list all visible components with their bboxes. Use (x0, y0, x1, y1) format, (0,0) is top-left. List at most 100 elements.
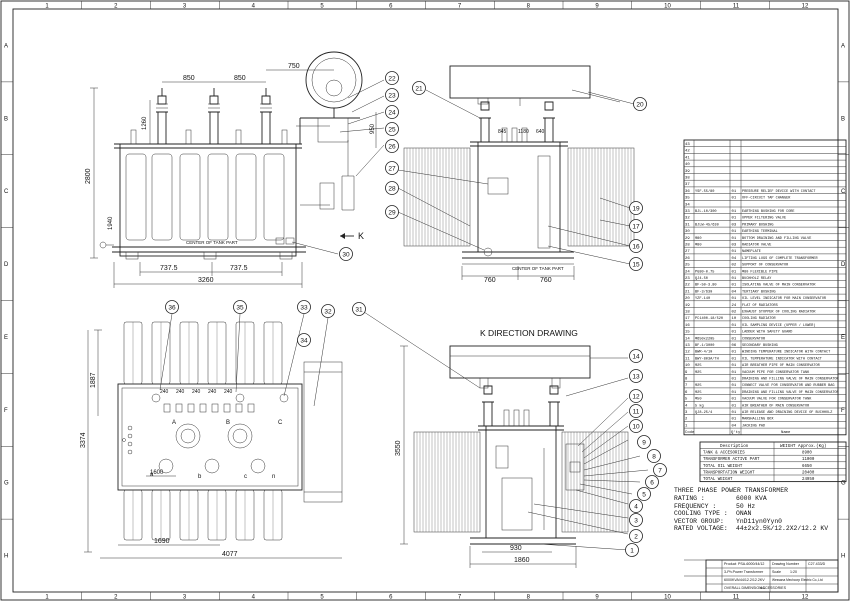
bom-row-42: 42 (685, 150, 690, 154)
row-label-right-D: D (841, 262, 846, 268)
tb-product-label: Product (724, 562, 736, 566)
svg-text:01: 01 (732, 277, 737, 281)
svg-text:30: 30 (342, 251, 350, 258)
svg-text:LIFTING LUGS OF COMPLETE TRANS: LIFTING LUGS OF COMPLETE TRANSFORMER (742, 257, 819, 261)
balloon-30: 30 (339, 247, 353, 261)
dim-plan-1600: 1600 (150, 470, 164, 476)
svg-text:15: 15 (685, 331, 690, 335)
svg-text:19: 19 (685, 304, 690, 308)
balloon-24: 24 (385, 105, 399, 119)
svg-text:01: 01 (732, 398, 737, 402)
dim-k-930: 930 (510, 545, 522, 552)
k-conservator (449, 345, 591, 379)
svg-text:8: 8 (685, 378, 688, 382)
svg-text:17: 17 (685, 317, 690, 321)
svg-text:Φ80: Φ80 (695, 236, 701, 241)
col-label-bottom-1: 1 (45, 595, 49, 601)
dim-plan-1887: 1887 (90, 372, 97, 388)
svg-text:TRANSFORMER ACTIVE PART: TRANSFORMER ACTIVE PART (703, 458, 760, 462)
svg-text:DRAINING AND FILLING VALVE OF: DRAINING AND FILLING VALVE OF MAIN CONSE… (742, 391, 840, 395)
side-conservator (449, 65, 591, 99)
tb-drawing-no-value: C27.433/D (808, 562, 826, 566)
balloon-3: 3 (629, 513, 643, 527)
transformer-specifications: THREE PHASE POWER TRANSFORMER RATING :60… (674, 487, 844, 533)
col-label-top-1: 1 (45, 4, 49, 10)
front-elevation-view (90, 51, 385, 288)
svg-text:01: 01 (732, 270, 737, 274)
row-label-left-H: H (4, 554, 8, 560)
svg-text:TRANSPORTATION WEIGHT: TRANSPORTATION WEIGHT (703, 471, 755, 475)
spec-row-vector-group: VECTOR GROUP:YnD11yn0Yyn0 (674, 517, 783, 525)
balloon-1: 1 (625, 543, 639, 557)
dim-front-2800: 2800 (85, 168, 92, 184)
bom-row-43: 43 (685, 143, 690, 147)
svg-text:04: 04 (732, 257, 737, 261)
col-label-top-2: 2 (114, 4, 118, 10)
dim-front-950: 950 (370, 123, 376, 134)
svg-text:01: 01 (732, 230, 737, 234)
svg-text:04: 04 (732, 424, 737, 428)
svg-text:Φ80: Φ80 (695, 243, 701, 248)
balloon-19: 19 (629, 201, 643, 215)
svg-text:12: 12 (632, 393, 640, 400)
col-label-top-9: 9 (595, 4, 599, 10)
dim-front-737b: 737.5 (230, 265, 248, 272)
svg-text:16: 16 (685, 324, 690, 328)
svg-text:BF-3/630: BF-3/630 (695, 289, 712, 294)
col-label-bottom-2: 2 (114, 595, 118, 601)
dim-plan-240d: 240 (208, 389, 217, 395)
tb-product-value: PSA-6000/44/12 (738, 562, 764, 566)
svg-text:31: 31 (685, 223, 690, 227)
svg-text:01: 01 (732, 378, 737, 382)
svg-text:OIL TEMPERATURE INDICATOR WITH: OIL TEMPERATURE INDICATOR WITH CONTACT (742, 357, 822, 361)
svg-text:BWR-4/10: BWR-4/10 (695, 350, 712, 355)
svg-text:TOTAL WEIGHT: TOTAL WEIGHT (703, 478, 733, 482)
svg-text:33: 33 (685, 210, 690, 214)
k-marshalling-box (501, 477, 533, 531)
svg-text:DRAINING AND FILLING VALVE OF: DRAINING AND FILLING VALVE OF MAIN CONSE… (742, 378, 840, 382)
svg-text:Φ25: Φ25 (695, 370, 701, 375)
plan-conservator (303, 361, 343, 503)
dim-side-845: 845 (498, 129, 507, 135)
svg-text:NAMEPLATE: NAMEPLATE (742, 250, 761, 254)
tb-name-line2: 6000KVA/44/12.2/12.2KV (724, 578, 765, 582)
row-label-left-A: A (4, 43, 8, 49)
tb-scale-value: 1:20 (790, 570, 797, 574)
balloon-31: 31 (352, 302, 366, 316)
col-label-top-10: 10 (664, 4, 671, 10)
svg-text:3: 3 (634, 517, 638, 524)
dim-front-850a: 850 (183, 75, 195, 82)
col-label-top-6: 6 (389, 4, 393, 10)
svg-text:33: 33 (300, 304, 308, 311)
svg-text:CONSERVATOR: CONSERVATOR (742, 337, 766, 341)
balloon-21: 21 (412, 81, 426, 95)
svg-text:30: 30 (685, 230, 690, 234)
svg-text:5: 5 (685, 398, 688, 402)
svg-text:32: 32 (685, 217, 690, 221)
dim-front-750: 750 (288, 63, 300, 70)
balloon-28: 28 (385, 181, 399, 195)
svg-text:QJ8-25/4: QJ8-25/4 (695, 410, 712, 415)
bom-row-37: 37 (685, 183, 690, 187)
svg-text:BJL-10/300: BJL-10/300 (695, 209, 717, 214)
svg-text:FLAT OF RADIATORS: FLAT OF RADIATORS (742, 304, 778, 308)
svg-text:8: 8 (652, 453, 656, 460)
k-direction-title: K DIRECTION DRAWING (480, 328, 578, 338)
svg-text:01: 01 (732, 190, 737, 194)
svg-text:23: 23 (388, 92, 396, 99)
svg-text:15: 15 (632, 261, 640, 268)
svg-text:01: 01 (732, 217, 737, 221)
svg-text:01: 01 (732, 357, 737, 361)
bom-row-41: 41 (685, 156, 690, 160)
